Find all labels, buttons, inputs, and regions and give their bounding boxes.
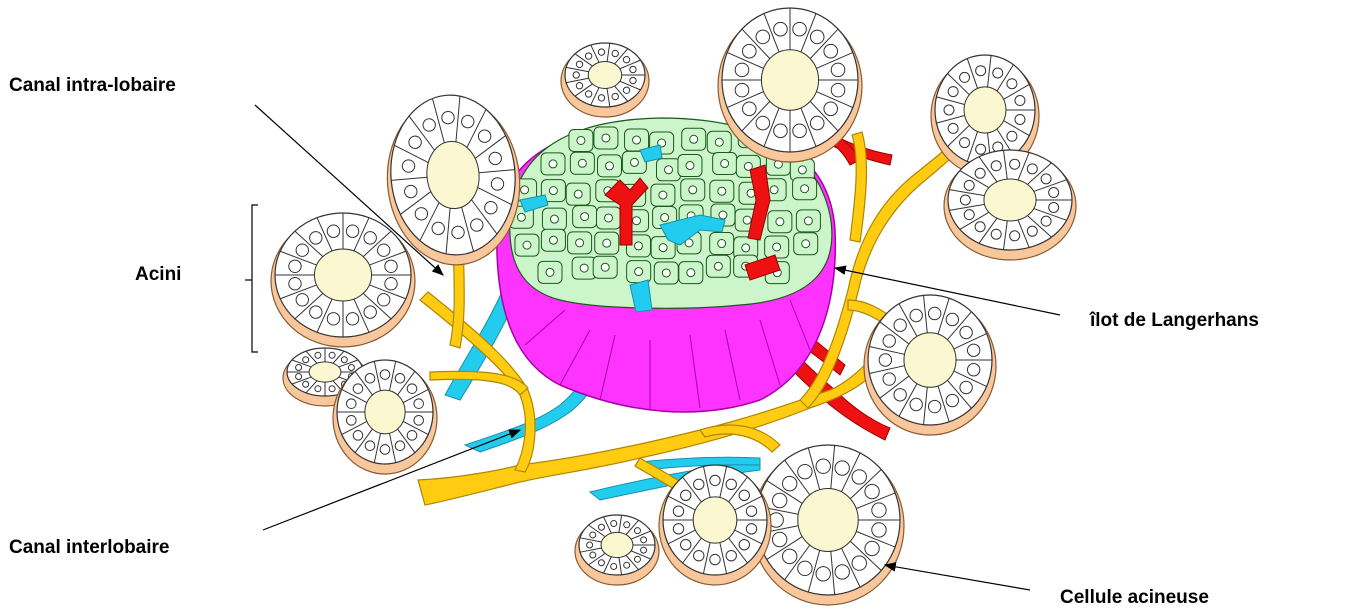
acinus: [575, 515, 659, 585]
label-cellule-acineuse: Cellule acineuse: [1060, 587, 1209, 609]
acinus: [944, 150, 1076, 260]
label-canal-intra-lobaire: Canal intra-lobaire: [9, 75, 176, 97]
label-ilot-de-langerhans: îlot de Langerhans: [1090, 310, 1259, 332]
acinus: [752, 445, 904, 605]
acinus: [659, 465, 771, 585]
acinus: [271, 213, 415, 347]
acinus: [864, 295, 996, 435]
acinus: [561, 43, 649, 117]
label-acini: Acini: [135, 264, 181, 286]
acinus: [718, 8, 862, 162]
label-canal-interlobaire: Canal interlobaire: [9, 537, 170, 559]
